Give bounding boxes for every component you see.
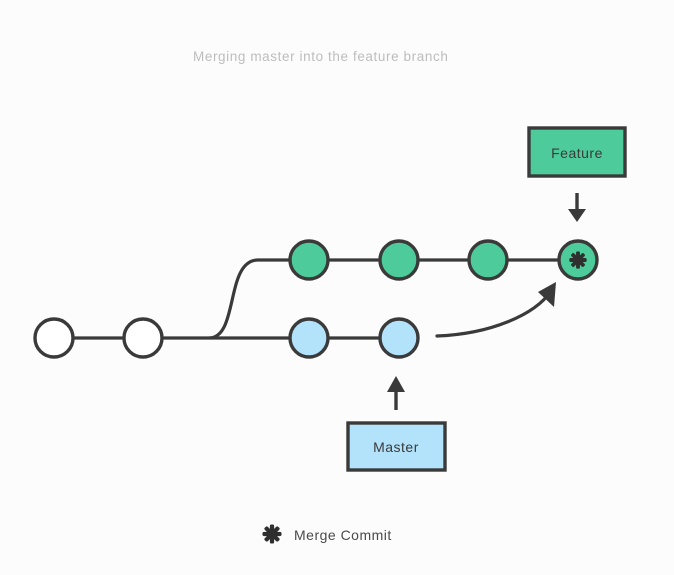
master-label-group[interactable]: Master: [346, 376, 447, 472]
commit-node-m2[interactable]: [122, 317, 164, 359]
commit-node-m3[interactable]: [288, 317, 330, 359]
feature-label-group[interactable]: Feature: [527, 126, 627, 222]
legend-item-label: Merge Commit: [294, 527, 392, 543]
commit-node-m1[interactable]: [33, 317, 75, 359]
feature-label-box[interactable]: [527, 126, 627, 178]
master-label-text: Master: [373, 439, 419, 455]
commit-node-m4[interactable]: [378, 317, 420, 359]
merge-arrow-curve: [435, 289, 553, 338]
page-title: Merging master into the feature branch: [193, 49, 448, 64]
feature-commit-nodes: [288, 239, 599, 281]
merge-arrow-head: [538, 282, 556, 307]
merge-arrow: [435, 282, 556, 338]
asterisk-icon: [569, 251, 587, 269]
master-pointer-head: [387, 376, 405, 392]
commit-node-f1[interactable]: [288, 239, 330, 281]
branch-off-curve: [208, 258, 291, 340]
merge-commit-node[interactable]: [557, 239, 599, 281]
legend: Merge Commit: [262, 524, 392, 544]
feature-pointer-head: [568, 209, 586, 222]
feature-label-text: Feature: [551, 145, 603, 161]
commit-node-f3[interactable]: [467, 239, 509, 281]
legend-asterisk-icon: [262, 524, 282, 544]
master-commit-nodes: [33, 317, 420, 359]
commit-node-f2[interactable]: [378, 239, 420, 281]
master-label-box[interactable]: [346, 421, 447, 472]
